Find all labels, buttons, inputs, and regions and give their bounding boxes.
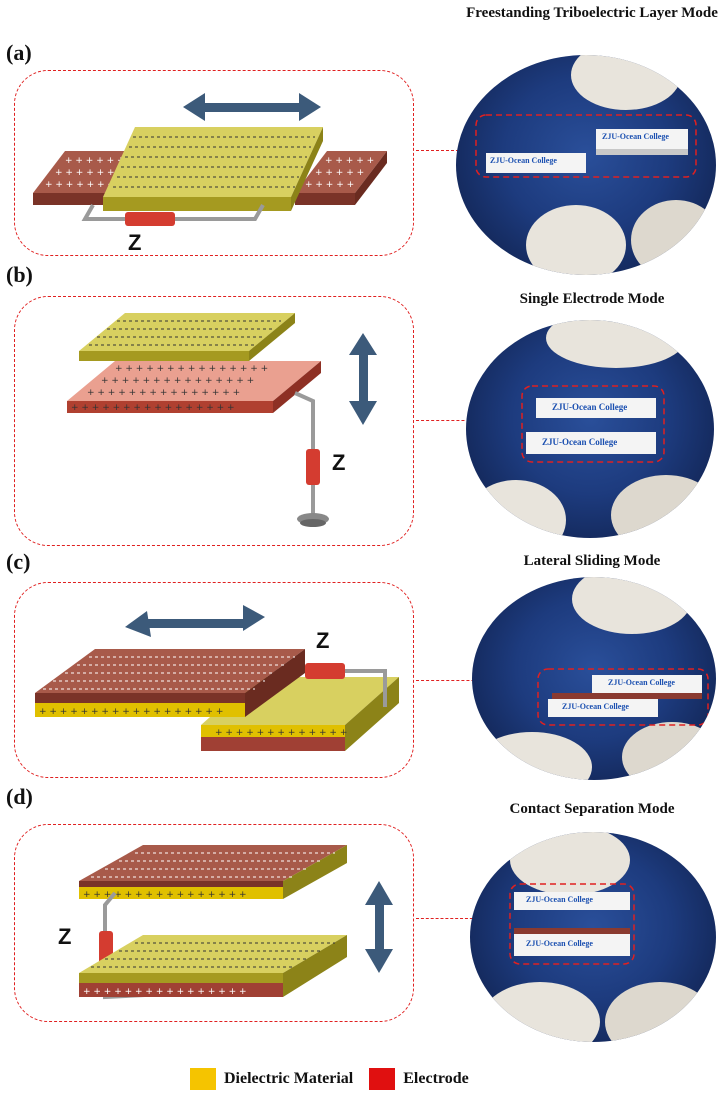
top-electrode-plate [79,845,347,881]
panel-label-c: (c) [6,549,31,574]
sample-text-a2: ZJU-Ocean College [602,132,669,141]
mode-title-c: Lateral Sliding Mode [523,553,661,569]
electrode-swatch [369,1068,396,1090]
svg-text:+ + + + + + + + + + + + + + +: + + + + + + + + + + + + + + + + [83,890,247,900]
sample-text-d2: ZJU-Ocean College [526,939,593,948]
circuit-wire [81,204,265,221]
sample-d-top [514,892,630,910]
lateral-sliding-diagram: + + + + + + + + + + + + + + + + + + + + … [35,605,399,751]
sample-text-c2: ZJU-Ocean College [562,702,629,711]
legend: Dielectric Material Electrode [190,1066,477,1092]
mode-title-b: Single Electrode Mode [519,291,665,307]
double-arrow-icon [125,605,265,637]
load-label-d: Z [58,924,72,949]
load-label-c: Z [316,628,330,653]
panel-label-d: (d) [6,784,33,809]
vertical-arrow-icon [365,881,393,973]
sample-b-bottom [526,432,656,454]
mode-title-d: Contact Separation Mode [509,801,675,817]
diagram-box-c: + + + + + + + + + + + + + + + + + + + + … [14,582,414,778]
sample-text-d1: ZJU-Ocean College [526,895,593,904]
load-label-b: Z [332,450,346,475]
dielectric-layer [79,313,295,351]
photo-b: ZJU-Ocean College ZJU-Ocean College [466,320,714,538]
photo-a: ZJU-Ocean College ZJU-Ocean College [456,55,716,275]
svg-text:+ + + + +: + + + + + [305,180,354,190]
load-resistor [305,663,345,679]
dielectric-swatch [190,1068,216,1090]
sample-text-b1: ZJU-Ocean College [552,402,628,412]
mode-title-a: Freestanding Triboelectric Layer Mode [466,5,718,21]
svg-text:+ + + + + + + +: + + + + + + + + [55,168,135,178]
svg-text:+ + + + + + + + + + + + + + +: + + + + + + + + + + + + + + + [115,364,268,374]
legend-dielectric-label: Dielectric Material [224,1070,354,1087]
svg-text:+ + + + + + + + + + + + + + +: + + + + + + + + + + + + + + + [101,376,254,386]
sample-a-left [486,153,586,173]
svg-text:+ + + + +: + + + + + [325,156,374,166]
svg-text:+ + + + +: + + + + + [315,168,364,178]
connector-a [416,150,464,151]
load-label-a: Z [128,230,142,255]
sample-c-bottom [548,699,658,717]
panel-label-a: (a) [6,40,32,65]
load-resistor [125,212,175,226]
electrode-plate [67,361,321,401]
dielectric-layer [103,127,323,197]
svg-text:+ + + + + + + + + + + + + + +: + + + + + + + + + + + + + + + [87,388,240,398]
sample-text-c1: ZJU-Ocean College [608,678,675,687]
svg-text:+ + + + + + + + + + + + +: + + + + + + + + + + + + + [215,728,347,738]
sample-d-bottom [514,934,630,956]
diagram-box-a: + + + + + + + + + + + + + + + + + + + + … [14,70,414,256]
sample-text-b2: ZJU-Ocean College [542,437,618,447]
photo-c: ZJU-Ocean College ZJU-Ocean College [472,577,716,780]
diagram-box-b: + + + + + + + + + + + + + + + + + + + + … [14,296,414,546]
sample-text-a1: ZJU-Ocean College [490,156,557,165]
load-resistor [306,449,320,485]
vertical-arrow-icon [349,333,377,425]
panel-label-b: (b) [6,262,33,287]
svg-text:+ + + + + + + + + + + + + + +: + + + + + + + + + + + + + + + + [71,403,235,413]
photo-d: ZJU-Ocean College ZJU-Ocean College [470,832,716,1042]
single-electrode-diagram: + + + + + + + + + + + + + + + + + + + + … [67,313,377,527]
ground-icon [297,513,329,527]
circuit-wire [294,391,315,515]
svg-text:+ + + + + + + + + + + + + + +: + + + + + + + + + + + + + + + + + + [39,707,223,717]
double-arrow-icon [183,93,321,121]
electrode-plate [35,649,305,693]
sample-a-right [596,129,688,149]
legend-electrode-label: Electrode [403,1070,469,1087]
sample-b-top [536,398,656,418]
right-electrode-plate [295,151,387,193]
diagram-box-d: + + + + + + + + + + + + + + + + + + + + … [14,824,414,1022]
connector-d [416,918,512,919]
svg-text:+ + + + + + + +: + + + + + + + + [45,180,125,190]
svg-text:+ + + + + + + + + + + + + + +: + + + + + + + + + + + + + + + + [83,987,247,997]
sample-c-top [592,675,702,693]
bottom-dielectric-layer [79,935,347,973]
contact-separation-diagram: + + + + + + + + + + + + + + + + + + + + … [79,845,393,1000]
svg-text:+ + + + + + + +: + + + + + + + + [65,156,145,166]
freestanding-mode-diagram: + + + + + + + + + + + + + + + + + + + + … [33,93,387,226]
